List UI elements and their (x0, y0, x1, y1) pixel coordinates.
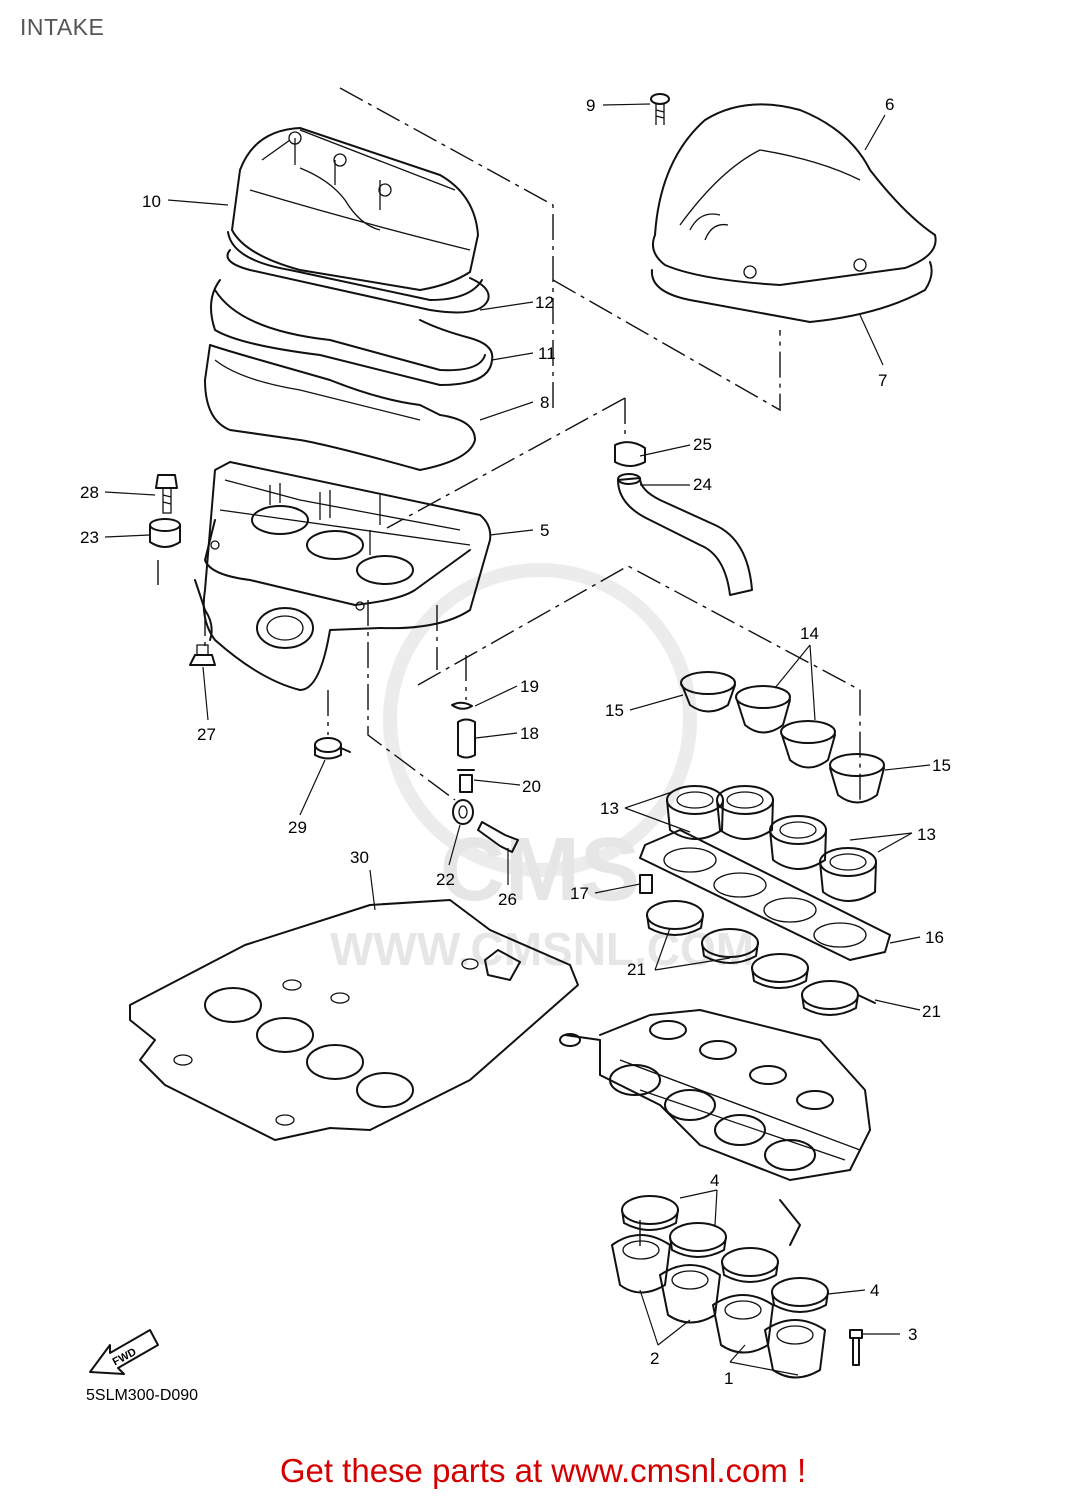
throttle-body (559, 1009, 871, 1246)
callout-23: 23 (80, 528, 99, 547)
callout-2: 2 (650, 1349, 659, 1368)
leader-lines (104, 103, 931, 1376)
callout-28: 28 (80, 483, 99, 502)
watermark-url: WWW.CMSNL.COM (330, 923, 754, 975)
callout-13: 13 (600, 799, 619, 818)
callout-13b: 13 (917, 825, 936, 844)
callout-19: 19 (520, 677, 539, 696)
callout-labels: 9 6 7 10 12 11 8 5 28 23 25 24 27 29 19 … (80, 95, 951, 1388)
clamp-29 (314, 737, 351, 760)
callout-21: 21 (627, 960, 646, 979)
callout-20: 20 (522, 777, 541, 796)
assembly-guides (157, 87, 861, 1250)
callout-14: 14 (800, 624, 819, 643)
callout-8: 8 (540, 393, 549, 412)
callout-22: 22 (436, 870, 455, 889)
callout-12: 12 (535, 293, 554, 312)
diagram-code: 5SLM300-D090 (86, 1387, 198, 1404)
small-parts (451, 701, 519, 853)
callout-21b: 21 (922, 1002, 941, 1021)
callout-7: 7 (878, 371, 887, 390)
watermark: CMS WWW.CMSNL.COM (330, 563, 754, 975)
callout-16: 16 (925, 928, 944, 947)
callout-15: 15 (605, 701, 624, 720)
callout-6: 6 (885, 95, 894, 114)
callout-4: 4 (710, 1171, 719, 1190)
fwd-arrow-icon: FWD (89, 1329, 159, 1375)
callout-9: 9 (586, 96, 595, 115)
callout-25: 25 (693, 435, 712, 454)
callout-26: 26 (498, 890, 517, 909)
footer-promo-text[interactable]: Get these parts at www.cmsnl.com ! (279, 1452, 807, 1489)
callout-10: 10 (142, 192, 161, 211)
grommet-27 (189, 644, 216, 666)
plate-16 (639, 829, 891, 961)
joints (666, 785, 877, 902)
callout-15b: 15 (932, 756, 951, 775)
clamps-21 (646, 900, 876, 1016)
watermark-brand: CMS (440, 820, 640, 920)
screw-9 (650, 93, 670, 125)
page-title: INTAKE (20, 14, 105, 40)
callout-17: 17 (570, 884, 589, 903)
callout-30: 30 (350, 848, 369, 867)
callout-5: 5 (540, 521, 549, 540)
callout-29: 29 (288, 818, 307, 837)
callout-3: 3 (908, 1325, 917, 1344)
screw-17 (639, 874, 653, 894)
bolt-28-grommet-23 (149, 474, 181, 548)
callout-27: 27 (197, 725, 216, 744)
gaskets (204, 249, 494, 471)
intake-joints (611, 1195, 863, 1379)
air-filter-cover (650, 103, 937, 323)
hose-24-clamp-25 (614, 441, 753, 596)
air-filter-element (227, 127, 483, 301)
callout-11: 11 (538, 344, 556, 363)
callout-18: 18 (520, 724, 539, 743)
funnels (680, 671, 885, 804)
callout-1: 1 (724, 1369, 733, 1388)
heat-shield-30 (129, 899, 579, 1141)
callout-24: 24 (693, 475, 712, 494)
callout-4b: 4 (870, 1281, 879, 1300)
air-filter-case (194, 461, 492, 691)
